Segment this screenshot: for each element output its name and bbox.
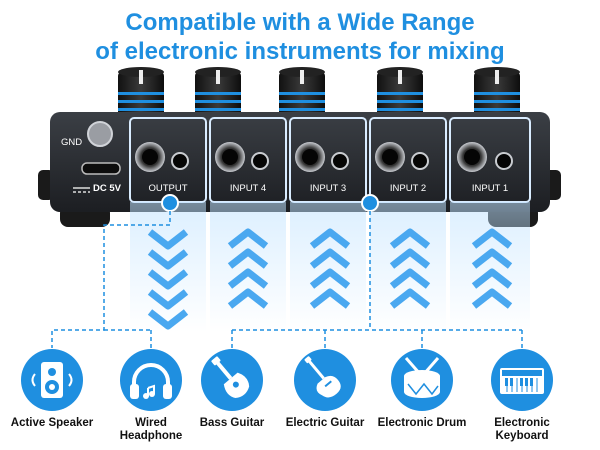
device-label-electronic-keyboard: Electronic Keyboard [494,417,550,442]
connection-lines [51,211,523,348]
usb-c-port-icon [81,162,121,175]
output-down-arrows [147,229,189,330]
keyboard-icon [491,349,553,411]
port-label-input-1: INPUT 1 [471,183,509,194]
device-label-wired-headphone: Wired Headphone [119,417,183,442]
light-beams [130,202,530,332]
headline-line-2: of electronic instruments for mixing [95,38,505,65]
knobs [118,67,520,124]
device-label-electric-guitar: Electric Guitar [285,417,365,429]
port-label-input-4: INPUT 4 [229,183,267,194]
device-label-electronic-drum: Electronic Drum [377,417,467,429]
headphone-icon [120,349,182,411]
input-up-arrows [227,228,513,309]
device-label-bass-guitar: Bass Guitar [199,417,265,429]
port-label-input-3: INPUT 3 [309,183,347,194]
device-icons [21,349,553,411]
speaker-icon [21,349,83,411]
knob [474,67,520,124]
gnd-label: GND [61,137,83,148]
dc-label: DC 5V [93,183,121,194]
output-connector-dot [161,194,179,212]
gnd-screw-icon [87,121,113,147]
knob [195,67,241,124]
knob [279,67,325,124]
drum-icon [391,349,453,411]
headline-line-1: Compatible with a Wide Range [125,9,475,36]
jacks [135,142,513,172]
port-label-output: OUTPUT [148,183,188,194]
device-label-active-speaker: Active Speaker [10,417,94,429]
port-label-input-2: INPUT 2 [389,183,427,194]
electric-guitar-icon [294,349,356,411]
knob [377,67,423,124]
bass-guitar-icon [201,349,263,411]
knob [118,67,164,124]
input-connector-dot [361,194,379,212]
